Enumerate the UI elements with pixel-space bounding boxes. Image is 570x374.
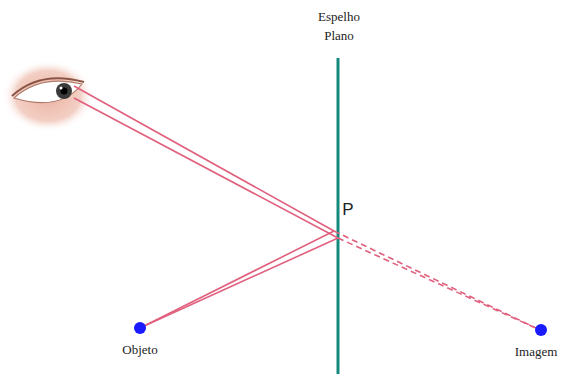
image-dot <box>535 324 547 336</box>
mirror-label: Espelho Plano <box>308 8 370 46</box>
object-label: Objeto <box>122 342 157 358</box>
virtual-rays <box>334 231 540 330</box>
object-dot <box>134 322 146 334</box>
eye <box>2 60 94 132</box>
light-rays <box>74 86 338 327</box>
image-label: Imagem <box>515 344 558 360</box>
point-label: P <box>342 201 353 220</box>
mirror-line <box>337 58 340 374</box>
